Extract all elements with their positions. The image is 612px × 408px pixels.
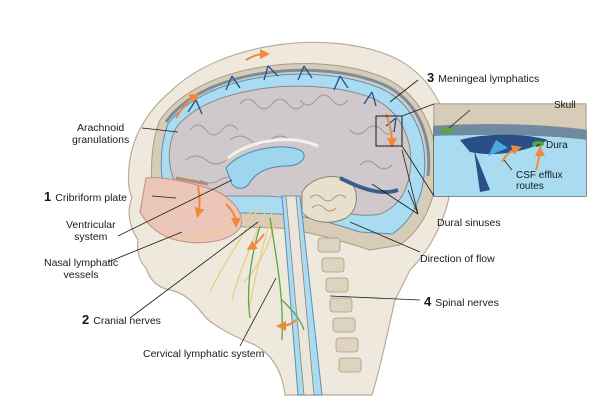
nasal-line-1: Nasal lymphatic: [44, 257, 119, 269]
cranial-number: 2: [82, 312, 90, 327]
meningeal-text: Meningeal lymphatics: [438, 73, 540, 85]
arachnoid-granulations-label: Arachnoid granulations: [72, 122, 129, 146]
cortical-vessels: [187, 65, 397, 133]
leader-lines: [107, 79, 541, 347]
inset-csf-label: CSF efflux routes: [516, 170, 563, 192]
vertebrae: [317, 237, 362, 373]
dura-line: [164, 68, 431, 177]
dural-sinuses-label: Dural sinuses: [437, 217, 501, 229]
arachnoid-line-2: granulations: [72, 134, 130, 146]
direction-of-flow-label: Direction of flow: [420, 253, 495, 265]
inset-skull-label: Skull: [554, 100, 576, 111]
dural-sinus: [339, 176, 399, 195]
flow-arrows: [175, 49, 397, 331]
ventricular-system-label: Ventricular system: [66, 219, 116, 243]
inset-dura-text: Dura: [546, 140, 568, 151]
spinal-cord: [285, 195, 315, 396]
cribriform-text: Cribriform plate: [55, 192, 128, 204]
direction-text: Direction of flow: [420, 253, 495, 265]
spinal-number: 4: [424, 294, 432, 309]
corpus-callosum: [227, 138, 319, 160]
meninges-inset: [433, 103, 587, 197]
cribriform-plate-shape: [175, 176, 209, 186]
brain-gyri: [185, 94, 395, 184]
cranial-nerves: [181, 205, 277, 307]
ventricular-line-2: system: [74, 231, 108, 243]
zoom-line-bottom: [401, 145, 435, 197]
ventricular-system: [225, 146, 305, 189]
meningeal-number: 3: [427, 70, 435, 85]
inset-csf-line-2: routes: [516, 181, 544, 192]
zoom-box: [375, 115, 403, 147]
spinal-text: Spinal nerves: [435, 297, 499, 309]
ventricular-line-1: Ventricular: [66, 219, 116, 231]
nasal-lymphatic-label: Nasal lymphatic vessels: [44, 257, 118, 281]
zoom-line-top: [401, 103, 435, 117]
inset-dura-label: Dura: [546, 140, 568, 151]
cribriform-number: 1: [44, 189, 52, 204]
nasal-line-2: vessels: [63, 269, 99, 281]
arachnoid-line-1: Arachnoid: [76, 122, 125, 134]
nasal-cavity: [139, 177, 242, 244]
inset-csf-line-1: CSF efflux: [516, 170, 563, 181]
inset-skull-text: Skull: [554, 100, 576, 111]
cerebellum: [301, 176, 357, 223]
dural-sinuses-text: Dural sinuses: [437, 217, 501, 229]
cervical-text: Cervical lymphatic system: [143, 348, 265, 360]
cervical-lymphatic-label: Cervical lymphatic system: [143, 348, 264, 360]
cranial-text: Cranial nerves: [93, 315, 161, 327]
